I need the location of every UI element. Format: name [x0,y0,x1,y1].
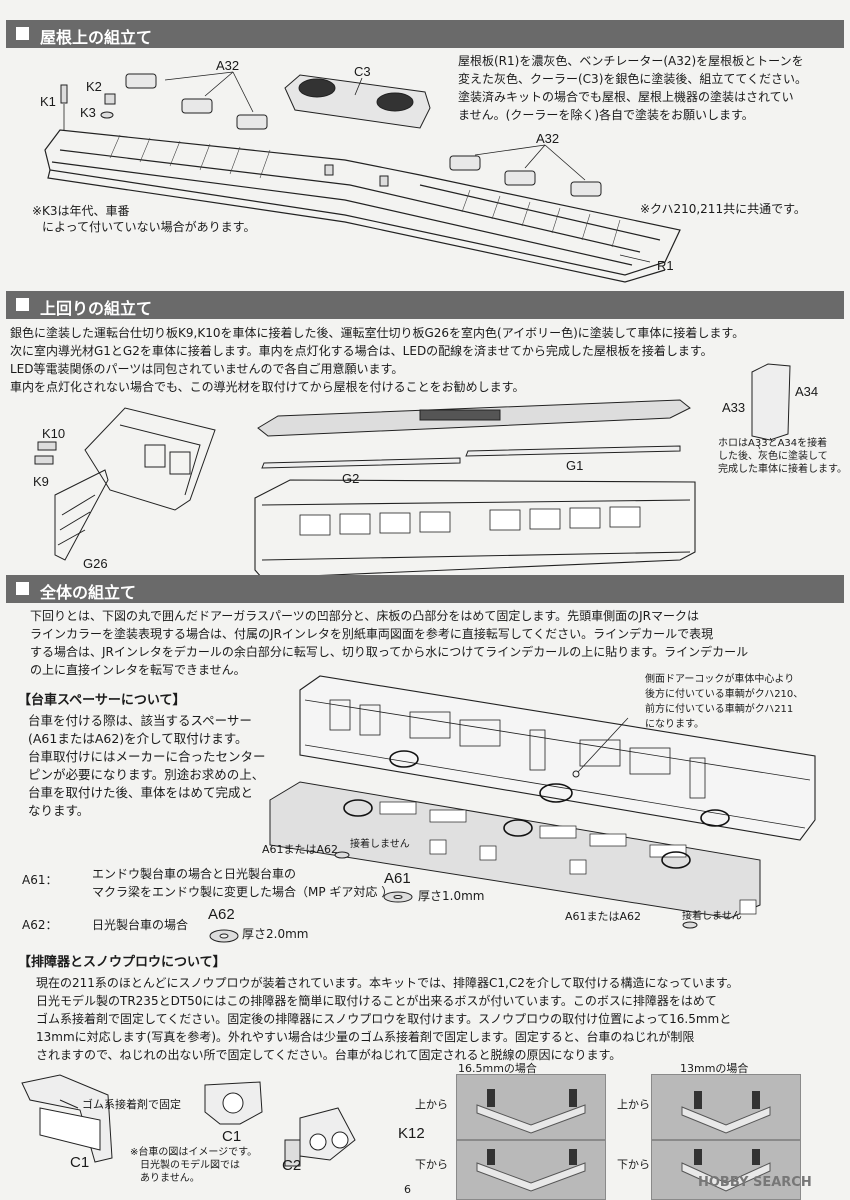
spacer-heading: 【台車スペーサーについて】 [18,693,186,708]
label-k2: K2 [86,79,102,94]
section-title: 屋根上の組立て [40,28,153,47]
note-common: ※クハ210,211共に共通です。 [640,202,806,216]
from-bottom-left: 下から [415,1158,448,1171]
photo-165-bottom [456,1140,606,1200]
label-a34: A34 [795,384,819,399]
no-glue-right: 接着しません [682,911,742,922]
label-a33: A33 [722,400,746,415]
label-k9: K9 [33,474,49,489]
from-top-left: 上から [415,1098,448,1111]
case-13-label: 13mmの場合 [680,1062,749,1075]
label-c3: C3 [354,64,371,79]
label-k3: K3 [80,105,96,120]
label-k12: K12 [398,1125,425,1142]
label-a61a62-left: A61またはA62 [262,843,339,856]
label-g1: G1 [566,458,584,473]
from-bottom-right: 下から [617,1158,650,1171]
no-glue-left: 接着しません [350,839,410,850]
label-c1-left: C1 [70,1154,90,1171]
section-header-upper: 上回りの組立て [6,291,844,319]
label-a61a62-right: A61またはA62 [565,910,642,923]
from-top-right: 上から [617,1098,650,1111]
label-k1: K1 [40,94,56,109]
label-g2: G2 [342,471,360,486]
page-number: 6 [404,1183,411,1196]
photo-13-top [651,1074,801,1140]
glue-note: ゴム系接着剤で固定 [82,1098,181,1111]
header-square-icon [16,298,29,311]
photo-165-top [456,1074,606,1140]
label-a32-right: A32 [536,131,560,146]
label-g26: G26 [83,556,108,571]
label-a32-top: A32 [216,58,240,73]
label-k10: K10 [42,426,66,441]
section-header-roof: 屋根上の組立て [6,20,844,48]
label-r1: R1 [657,258,674,273]
section-header-overall: 全体の組立て [6,575,844,603]
label-c1-mid: C1 [222,1128,242,1145]
header-square-icon [16,27,29,40]
header-square-icon [16,582,29,595]
section-title: 全体の組立て [40,583,137,602]
case-165-label: 16.5mmの場合 [458,1062,537,1075]
photo-13-bottom [651,1140,801,1200]
snowplow-heading: 【排障器とスノウプロウについて】 [18,955,226,970]
label-c2: C2 [282,1157,302,1174]
section-title: 上回りの組立て [40,299,153,318]
watermark: HOBBY SEARCH [698,1175,812,1190]
